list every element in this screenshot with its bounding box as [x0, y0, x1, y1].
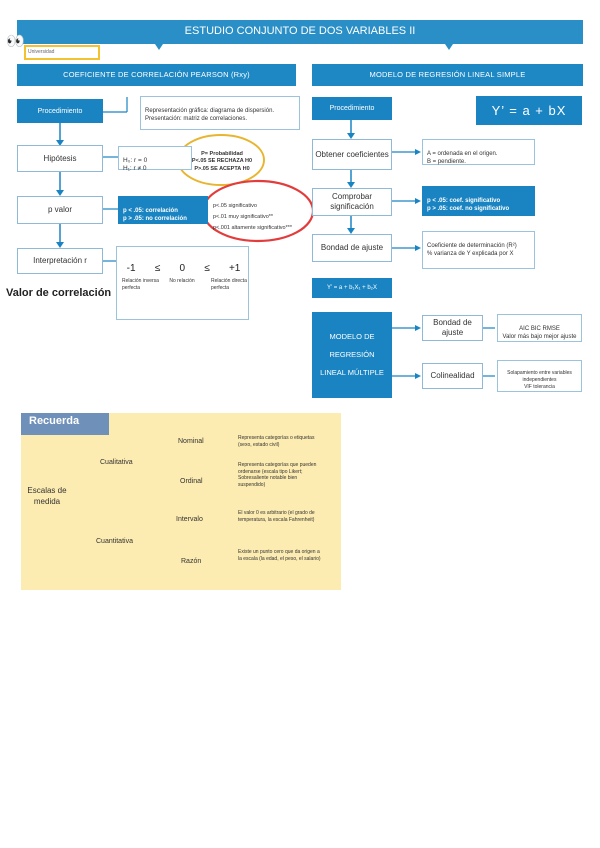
scale-leq-2: ≤	[204, 263, 210, 274]
interpretacion-label: Interpretación r	[33, 256, 87, 265]
intervalo-desc: El valor 0 es arbitrario (el grado de te…	[238, 510, 315, 523]
university-tag: Universidad	[24, 45, 100, 60]
main-title: ESTUDIO CONJUNTO DE DOS VARIABLES II	[184, 25, 416, 37]
scale-values: -1 ≤ 0 ≤ +1	[117, 263, 250, 274]
scale-value-min: -1	[126, 263, 136, 274]
multiple-label: MODELO DE REGRESIÓN LINEAL MÚLTIPLE	[320, 332, 384, 377]
ordinal-node: Ordinal	[180, 478, 203, 485]
colinealidad-note-text: Solapamiento entre variables independien…	[507, 370, 572, 390]
significance-note: p<.05 significativo p<.01 muy significat…	[213, 190, 309, 231]
colinealidad-note: Solapamiento entre variables independien…	[497, 360, 582, 392]
bondad-label: Bondad de ajuste	[320, 243, 384, 252]
hipotesis-values: H₀: r = 0 H₁: r ≠ 0	[118, 146, 192, 172]
bondad-note-text: Coeficiente de determinación (R²) % vari…	[427, 243, 517, 257]
interpretacion-box: Interpretación r	[17, 248, 103, 274]
regresion-procedimiento-label: Procedimiento	[329, 105, 375, 112]
eyes-icon: 👀	[6, 33, 25, 50]
pvalor-result-text: p < .05: correlación p > .05: no correla…	[123, 208, 187, 222]
pvalor-box: p valor	[17, 196, 103, 224]
bondad2-note-text: AIC BIC RMSE Valor más bajo mejor ajuste	[502, 326, 577, 340]
scale-label-none: No relación	[169, 278, 195, 284]
bondad2-note: AIC BIC RMSE Valor más bajo mejor ajuste	[497, 314, 582, 342]
colinealidad-label: Colinealidad	[430, 371, 475, 380]
multiple-formula-box: Y’ = a + b₁X₁ + b₂X	[312, 278, 392, 298]
scale-value-max: +1	[228, 263, 241, 274]
valor-correlacion-label: Valor de correlación	[6, 287, 112, 299]
nominal-node: Nominal	[178, 438, 204, 445]
bondad-note: Coeficiente de determinación (R²) % vari…	[422, 231, 535, 269]
hipotesis-label: Hipótesis	[43, 153, 77, 163]
cualitativa-node: Cualitativa	[100, 459, 133, 466]
scale-label-direct: Relación directa perfecta	[211, 278, 247, 291]
significance-note-text: p<.05 significativo p<.01 muy significat…	[213, 203, 293, 231]
escalas-root: Escalas de medida	[27, 486, 67, 506]
multiple-formula: Y’ = a + b₁X₁ + b₂X	[326, 285, 378, 291]
razon-desc: Existe un punto cero que da origen a la …	[238, 549, 321, 562]
regression-formula: Y’ = a + bX	[491, 103, 567, 118]
pearson-header-text: COEFICIENTE DE CORRELACIÓN PEARSON (Rxy)	[63, 70, 250, 79]
pvalor-result-box: p < .05: correlación p > .05: no correla…	[118, 196, 208, 224]
nominal-desc: Representa categorías o etiquetas (sexo,…	[238, 435, 315, 448]
razon-node: Razón	[181, 558, 202, 565]
scale-label-inverse: Relación inversa perfecta	[122, 278, 159, 291]
regresion-header: MODELO DE REGRESIÓN LINEAL SIMPLE	[312, 64, 583, 86]
main-title-banner: ESTUDIO CONJUNTO DE DOS VARIABLES II	[17, 20, 583, 44]
pearson-procedimiento-box: Procedimiento	[17, 99, 103, 123]
bondad2-box: Bondad de ajuste	[422, 315, 483, 341]
pvalor-label: p valor	[47, 205, 72, 214]
correlation-scale: -1 ≤ 0 ≤ +1 Relación inversa perfecta No…	[116, 246, 249, 320]
hipotesis-box: Hipótesis	[17, 145, 103, 172]
comprobar-note-text: p < .05: coef. significativo p > .05: co…	[427, 198, 510, 212]
probability-note: P= Probabilidad P<.05 SE RECHAZA H0 P>.0…	[186, 143, 258, 175]
bondad2-label: Bondad de ajuste	[433, 318, 472, 337]
regression-formula-box: Y’ = a + bX	[476, 96, 582, 125]
pearson-header: COEFICIENTE DE CORRELACIÓN PEARSON (Rxy)	[17, 64, 296, 86]
colinealidad-box: Colinealidad	[422, 363, 483, 389]
representacion-note: Representación gráfica: diagrama de disp…	[140, 96, 300, 130]
representacion-text: Representación gráfica: diagrama de disp…	[145, 108, 275, 122]
scale-value-zero: 0	[179, 263, 186, 274]
comprobar-note: p < .05: coef. significativo p > .05: co…	[422, 186, 535, 216]
ordinal-desc: Representa categorías que pueden ordenar…	[238, 462, 317, 488]
obtener-note: A = ordenada en el origen. B = pendiente…	[422, 139, 535, 165]
probability-note-text: P= Probabilidad P<.05 SE RECHAZA H0 P>.0…	[191, 150, 253, 172]
regresion-procedimiento-box: Procedimiento	[312, 97, 392, 120]
comprobar-box: Comprobar significación	[312, 188, 392, 216]
obtener-label: Obtener coeficientes	[315, 149, 389, 159]
recuerda-title: Recuerda	[21, 413, 109, 435]
multiple-box: MODELO DE REGRESIÓN LINEAL MÚLTIPLE	[312, 312, 392, 398]
recuerda-panel	[21, 413, 341, 590]
pearson-procedimiento-label: Procedimiento	[37, 107, 83, 115]
university-tag-text: Universidad	[28, 49, 55, 55]
obtener-note-text: A = ordenada en el origen. B = pendiente…	[427, 151, 498, 165]
intervalo-node: Intervalo	[176, 516, 203, 523]
cuantitativa-node: Cuantitativa	[96, 538, 133, 545]
bondad-box: Bondad de ajuste	[312, 234, 392, 262]
scale-leq-1: ≤	[154, 263, 161, 274]
hipotesis-values-text: H₀: r = 0 H₁: r ≠ 0	[123, 157, 148, 172]
obtener-box: Obtener coeficientes	[312, 139, 392, 170]
regresion-header-text: MODELO DE REGRESIÓN LINEAL SIMPLE	[369, 70, 526, 79]
comprobar-label: Comprobar significación	[330, 192, 374, 211]
